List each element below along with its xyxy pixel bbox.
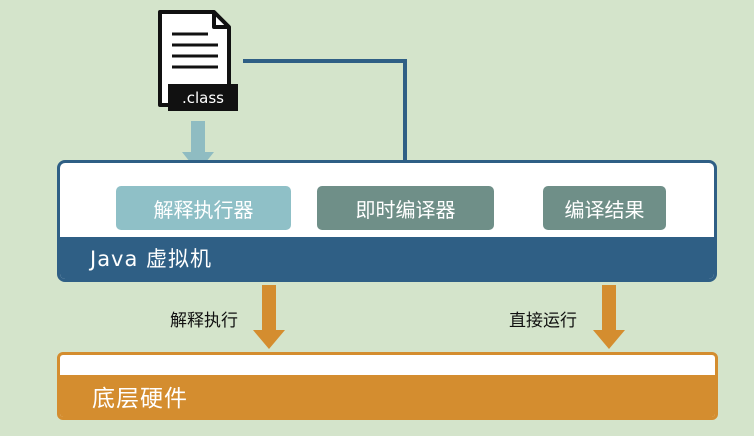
jit-compiler-box: 即时编译器 xyxy=(317,186,494,230)
hardware-container: 底层硬件 xyxy=(57,352,718,420)
interpret-path-label: 解释执行 xyxy=(170,311,238,331)
arrow-direct-to-hardware xyxy=(593,285,625,349)
interpreter-box: 解释执行器 xyxy=(116,186,291,230)
jvm-label: Java 虚拟机 xyxy=(90,247,213,271)
document-icon xyxy=(158,10,231,107)
direct-path-label: 直接运行 xyxy=(509,311,577,331)
arrow-file-to-jit xyxy=(243,59,415,180)
hardware-band: 底层硬件 xyxy=(60,375,715,417)
jvm-band: Java 虚拟机 xyxy=(60,237,714,279)
hardware-label: 底层硬件 xyxy=(92,386,188,412)
file-extension-tag: .class xyxy=(168,84,238,111)
arrow-interpret-to-hardware xyxy=(253,285,285,349)
compile-result-box: 编译结果 xyxy=(543,186,666,230)
